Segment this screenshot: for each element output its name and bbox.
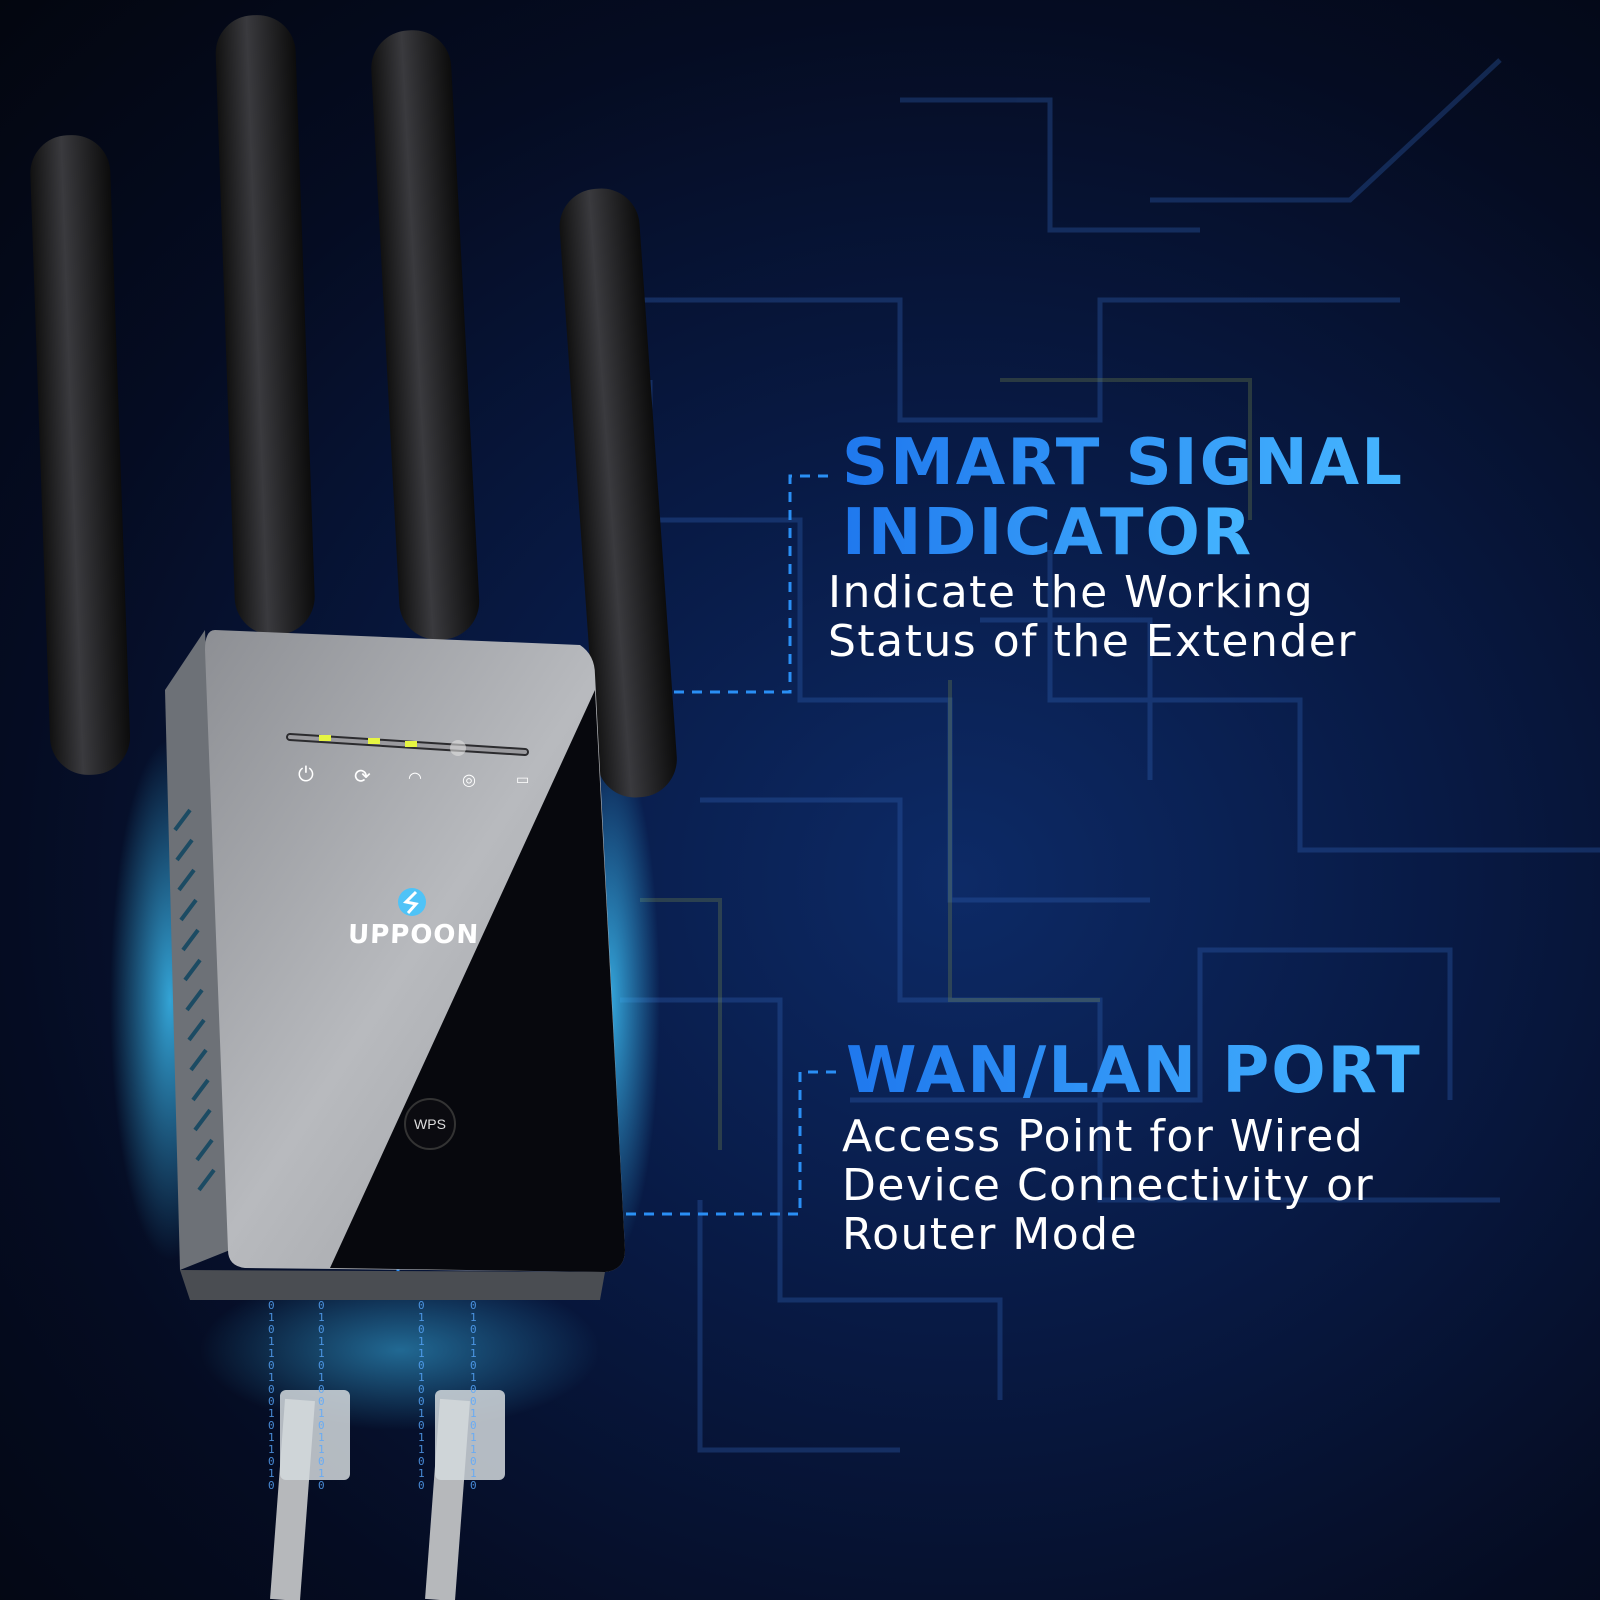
smart-signal-desc-line2: Status of the Extender xyxy=(828,616,1357,667)
wifi-icon: ◠ xyxy=(408,768,422,787)
binary-stream: 0101101001011010 xyxy=(268,1299,275,1492)
device-front-dark xyxy=(330,690,625,1272)
rj45-connector xyxy=(435,1390,505,1480)
ethernet-cables xyxy=(270,1390,505,1600)
led-sync xyxy=(368,738,380,744)
antenna xyxy=(559,188,677,798)
wps-button[interactable]: WPS xyxy=(404,1098,456,1150)
wan-lan-title: WAN/LAN PORT xyxy=(846,1034,1422,1108)
smart-signal-title-line1: SMART SIGNAL xyxy=(842,426,1404,500)
led-wifi xyxy=(405,741,417,747)
antenna xyxy=(30,135,131,775)
callout-line-wan-lan xyxy=(396,1070,836,1290)
smart-signal-desc-line1: Indicate the Working xyxy=(828,567,1315,618)
power-icon: ⏻ xyxy=(298,762,314,786)
smart-signal-title-line2: INDICATOR xyxy=(842,496,1254,570)
binary-stream: 0101101001011010 xyxy=(418,1299,425,1492)
antenna xyxy=(371,30,480,640)
led-power xyxy=(319,735,331,741)
wan-lan-desc-line1: Access Point for Wired xyxy=(842,1111,1365,1162)
wan-lan-desc-line3: Router Mode xyxy=(842,1209,1139,1260)
lan-icon: ▭ xyxy=(516,772,530,788)
binary-stream: 0101101001011010 xyxy=(318,1299,325,1492)
antennas xyxy=(30,15,677,798)
antenna xyxy=(215,15,315,635)
brand-logo-text: UPPOON xyxy=(347,920,480,950)
device-side xyxy=(165,630,230,1270)
signal-icon: ◎ xyxy=(462,770,476,789)
rj45-connector xyxy=(280,1390,350,1480)
sync-icon: ⟳ xyxy=(354,764,371,788)
wan-lan-desc-line2: Device Connectivity or xyxy=(842,1160,1375,1211)
binary-stream: 0101101001011010 xyxy=(470,1299,477,1492)
